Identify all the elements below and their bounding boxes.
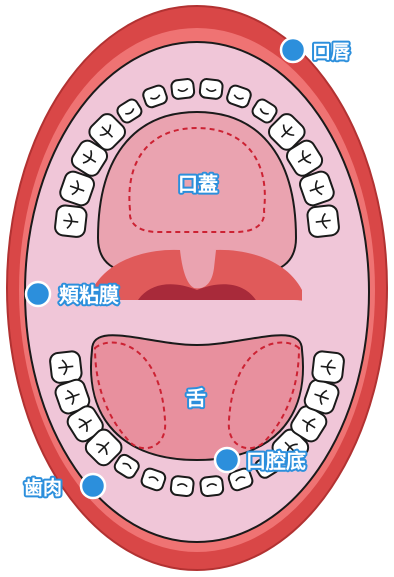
buccal-mucosa-marker-icon <box>26 282 50 306</box>
tooth-icon <box>200 476 224 497</box>
label-floor-of-mouth: 口腔底 <box>246 449 306 473</box>
label-palate: 口蓋 <box>178 172 218 196</box>
label-gums: 歯肉 <box>24 476 62 499</box>
tooth-icon <box>312 351 345 384</box>
label-tongue: 舌 <box>186 386 206 410</box>
label-buccal-mucosa: 頬粘膜 <box>59 283 119 307</box>
tooth-icon <box>170 476 194 497</box>
tooth-icon <box>171 78 195 99</box>
floor-of-mouth-marker-icon <box>215 448 239 472</box>
lip-marker-icon <box>281 38 305 62</box>
tooth-icon <box>199 78 223 99</box>
tooth-icon <box>307 205 340 238</box>
gums-marker-icon <box>81 474 105 498</box>
tooth-icon <box>54 205 87 238</box>
tooth-icon <box>49 351 82 384</box>
label-lip: 口唇 <box>312 41 350 63</box>
